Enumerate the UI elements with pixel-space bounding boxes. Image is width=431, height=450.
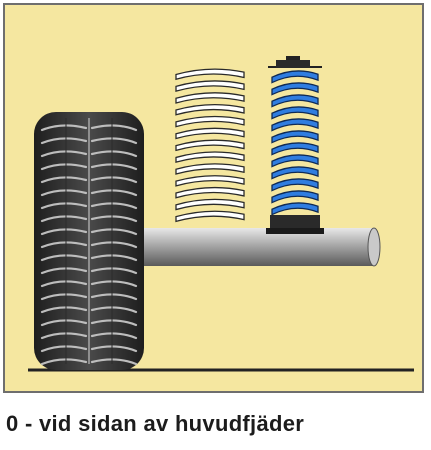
main-spring-coil xyxy=(175,163,245,175)
tread-mark xyxy=(40,319,138,327)
tread-mark xyxy=(40,163,138,171)
main-spring-coil xyxy=(175,115,245,128)
aux-spring-coil xyxy=(271,82,319,96)
aux-spring-coil xyxy=(271,94,319,108)
main-spring-icon xyxy=(175,68,245,223)
tread-mark xyxy=(40,254,138,262)
suspension-diagram xyxy=(3,3,424,393)
aux-spring-coil xyxy=(271,190,319,204)
tread-mark xyxy=(40,189,138,197)
tread-mark xyxy=(40,124,138,132)
aux-spring-coil xyxy=(271,142,319,156)
tread-mark xyxy=(40,358,138,366)
main-spring-coil xyxy=(175,139,245,152)
aux-spring-coil xyxy=(271,154,319,168)
tread-mark xyxy=(40,267,138,275)
aux-spring-coil xyxy=(271,106,319,120)
tread-mark xyxy=(40,215,138,223)
main-spring-coil xyxy=(175,210,245,223)
aux-spring-coil xyxy=(271,166,319,180)
tread-mark xyxy=(40,150,138,158)
main-spring-coil xyxy=(175,103,245,116)
main-spring-coil xyxy=(175,92,245,104)
aux-spring-coil xyxy=(271,178,319,192)
aux-spring-icon xyxy=(266,56,324,234)
tread-mark xyxy=(40,332,138,340)
aux-spring-coil xyxy=(271,118,319,132)
tread-mark xyxy=(40,228,138,236)
tread-mark xyxy=(40,202,138,210)
axle-beam xyxy=(138,227,381,267)
main-spring-coil xyxy=(175,198,245,211)
main-spring-coil xyxy=(175,151,245,164)
main-spring-coil xyxy=(175,68,245,81)
main-spring-coil xyxy=(175,175,245,187)
tread-mark xyxy=(40,345,138,353)
main-spring-coil xyxy=(175,186,245,199)
main-spring-coil xyxy=(175,80,245,92)
tire-icon xyxy=(34,112,144,370)
tread-mark xyxy=(40,293,138,301)
caption: 0 - vid sidan av huvudfjäder xyxy=(6,411,305,436)
tread-mark xyxy=(40,241,138,249)
main-spring-coil xyxy=(175,127,245,140)
tread-mark xyxy=(40,176,138,184)
aux-spring-coil xyxy=(271,202,319,216)
tread-mark xyxy=(40,137,138,145)
tread-mark xyxy=(40,280,138,288)
aux-spring-coil xyxy=(271,70,319,84)
tread-mark xyxy=(40,306,138,314)
aux-spring-coil xyxy=(271,130,319,144)
